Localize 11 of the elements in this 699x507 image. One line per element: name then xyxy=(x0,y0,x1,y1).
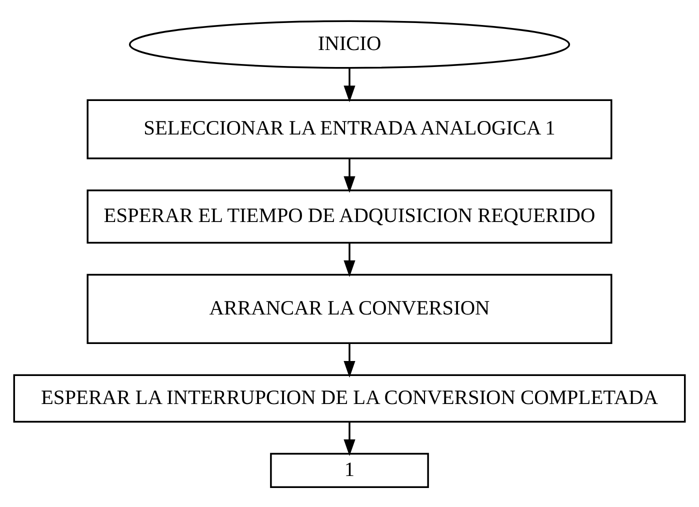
arrow xyxy=(344,68,356,102)
node-ellipse: INICIO xyxy=(128,20,570,68)
arrow xyxy=(344,242,356,276)
arrow xyxy=(344,343,356,378)
node-box: ESPERAR EL TIEMPO DE ADQUISICION REQUERIDO xyxy=(86,189,612,244)
node-box: ESPERAR LA INTERRUPCION DE LA CONVERSION COMPLETADA xyxy=(13,374,686,422)
node-box: SELECCIONAR LA ENTRADA ANALOGICA 1 xyxy=(86,98,612,159)
arrow xyxy=(344,158,356,192)
node-box: ARRANCAR LA CONVERSION xyxy=(86,273,612,344)
arrow xyxy=(344,421,356,456)
node-box: 1 xyxy=(270,452,429,488)
